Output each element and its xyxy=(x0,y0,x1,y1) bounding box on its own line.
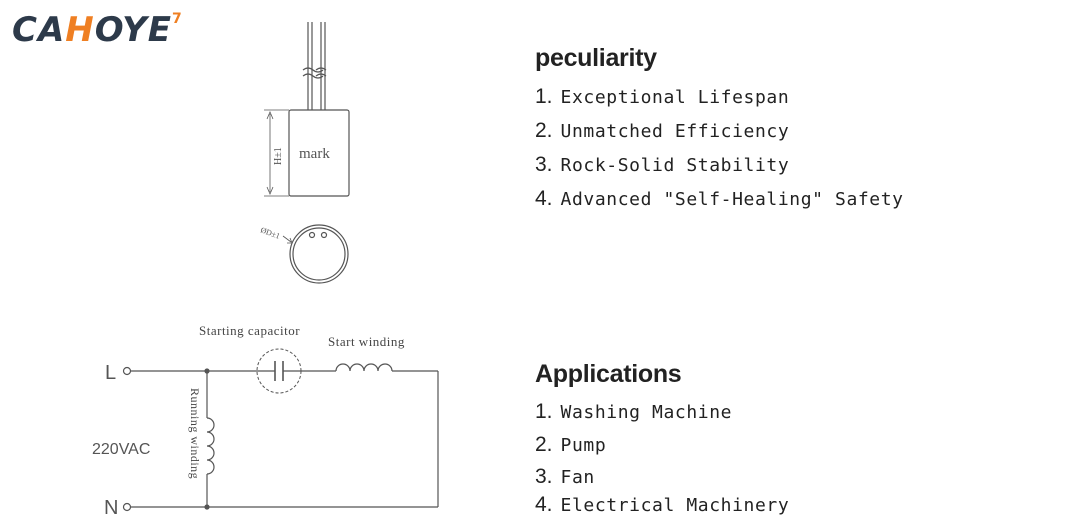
list-item: 4. Advanced "Self-Healing" Safety xyxy=(535,188,904,211)
list-item: 3. Fan xyxy=(535,466,595,489)
item-text: Fan xyxy=(560,467,595,488)
item-number: 1. xyxy=(535,400,553,423)
running-winding-label: Running winding xyxy=(188,388,202,479)
voltage-label: 220VAC xyxy=(92,441,150,458)
peculiarity-title: peculiarity xyxy=(535,44,657,72)
starting-capacitor-label: Starting capacitor xyxy=(199,323,300,338)
terminal-l-label: L xyxy=(105,362,116,384)
logo-text-post: OYE xyxy=(94,10,173,50)
item-number: 4. xyxy=(535,493,553,516)
capacitor-top-view xyxy=(282,224,349,284)
height-dimension-label: H±1 xyxy=(273,147,284,165)
applications-title: Applications xyxy=(535,360,682,388)
item-number: 2. xyxy=(535,119,553,142)
item-number: 1. xyxy=(535,85,553,108)
item-text: Advanced "Self-Healing" Safety xyxy=(560,189,904,210)
applications-section: Applications 1. Washing Machine 2. Pump 3.… xyxy=(535,360,789,516)
item-number: 2. xyxy=(535,433,553,456)
item-number: 4. xyxy=(535,187,553,210)
item-text: Washing Machine xyxy=(560,402,733,423)
wiring-schematic xyxy=(122,348,439,512)
brand-logo: CAHOYE7 xyxy=(12,10,183,57)
list-item: 3. Rock-Solid Stability xyxy=(535,154,789,177)
list-item: 1. Exceptional Lifespan xyxy=(535,86,789,109)
list-item: 1. Washing Machine xyxy=(535,401,732,424)
item-number: 3. xyxy=(535,153,553,176)
list-item: 4. Electrical Machinery xyxy=(535,494,789,517)
terminal-n-label: N xyxy=(104,497,118,519)
item-text: Rock-Solid Stability xyxy=(560,155,790,176)
capacitor-side-view xyxy=(264,22,350,197)
technical-drawing: mark H±1 ØD±1 Starting capaci xyxy=(92,22,439,519)
logo-text-pre: CA xyxy=(12,10,66,50)
peculiarity-section: peculiarity 1. Exceptional Lifespan 2. Unm… xyxy=(535,44,903,210)
list-item: 2. Pump xyxy=(535,434,606,457)
item-text: Electrical Machinery xyxy=(560,495,790,516)
logo-superscript: 7 xyxy=(172,11,183,27)
item-text: Pump xyxy=(560,435,607,456)
item-text: Unmatched Efficiency xyxy=(560,121,790,142)
diameter-dimension-label: ØD±1 xyxy=(259,225,281,240)
list-item: 2. Unmatched Efficiency xyxy=(535,120,789,143)
item-number: 3. xyxy=(535,465,553,488)
item-text: Exceptional Lifespan xyxy=(560,87,790,108)
capacitor-mark-label: mark xyxy=(299,146,330,162)
start-winding-label: Start winding xyxy=(328,334,405,349)
logo-text-h: H xyxy=(65,10,95,50)
